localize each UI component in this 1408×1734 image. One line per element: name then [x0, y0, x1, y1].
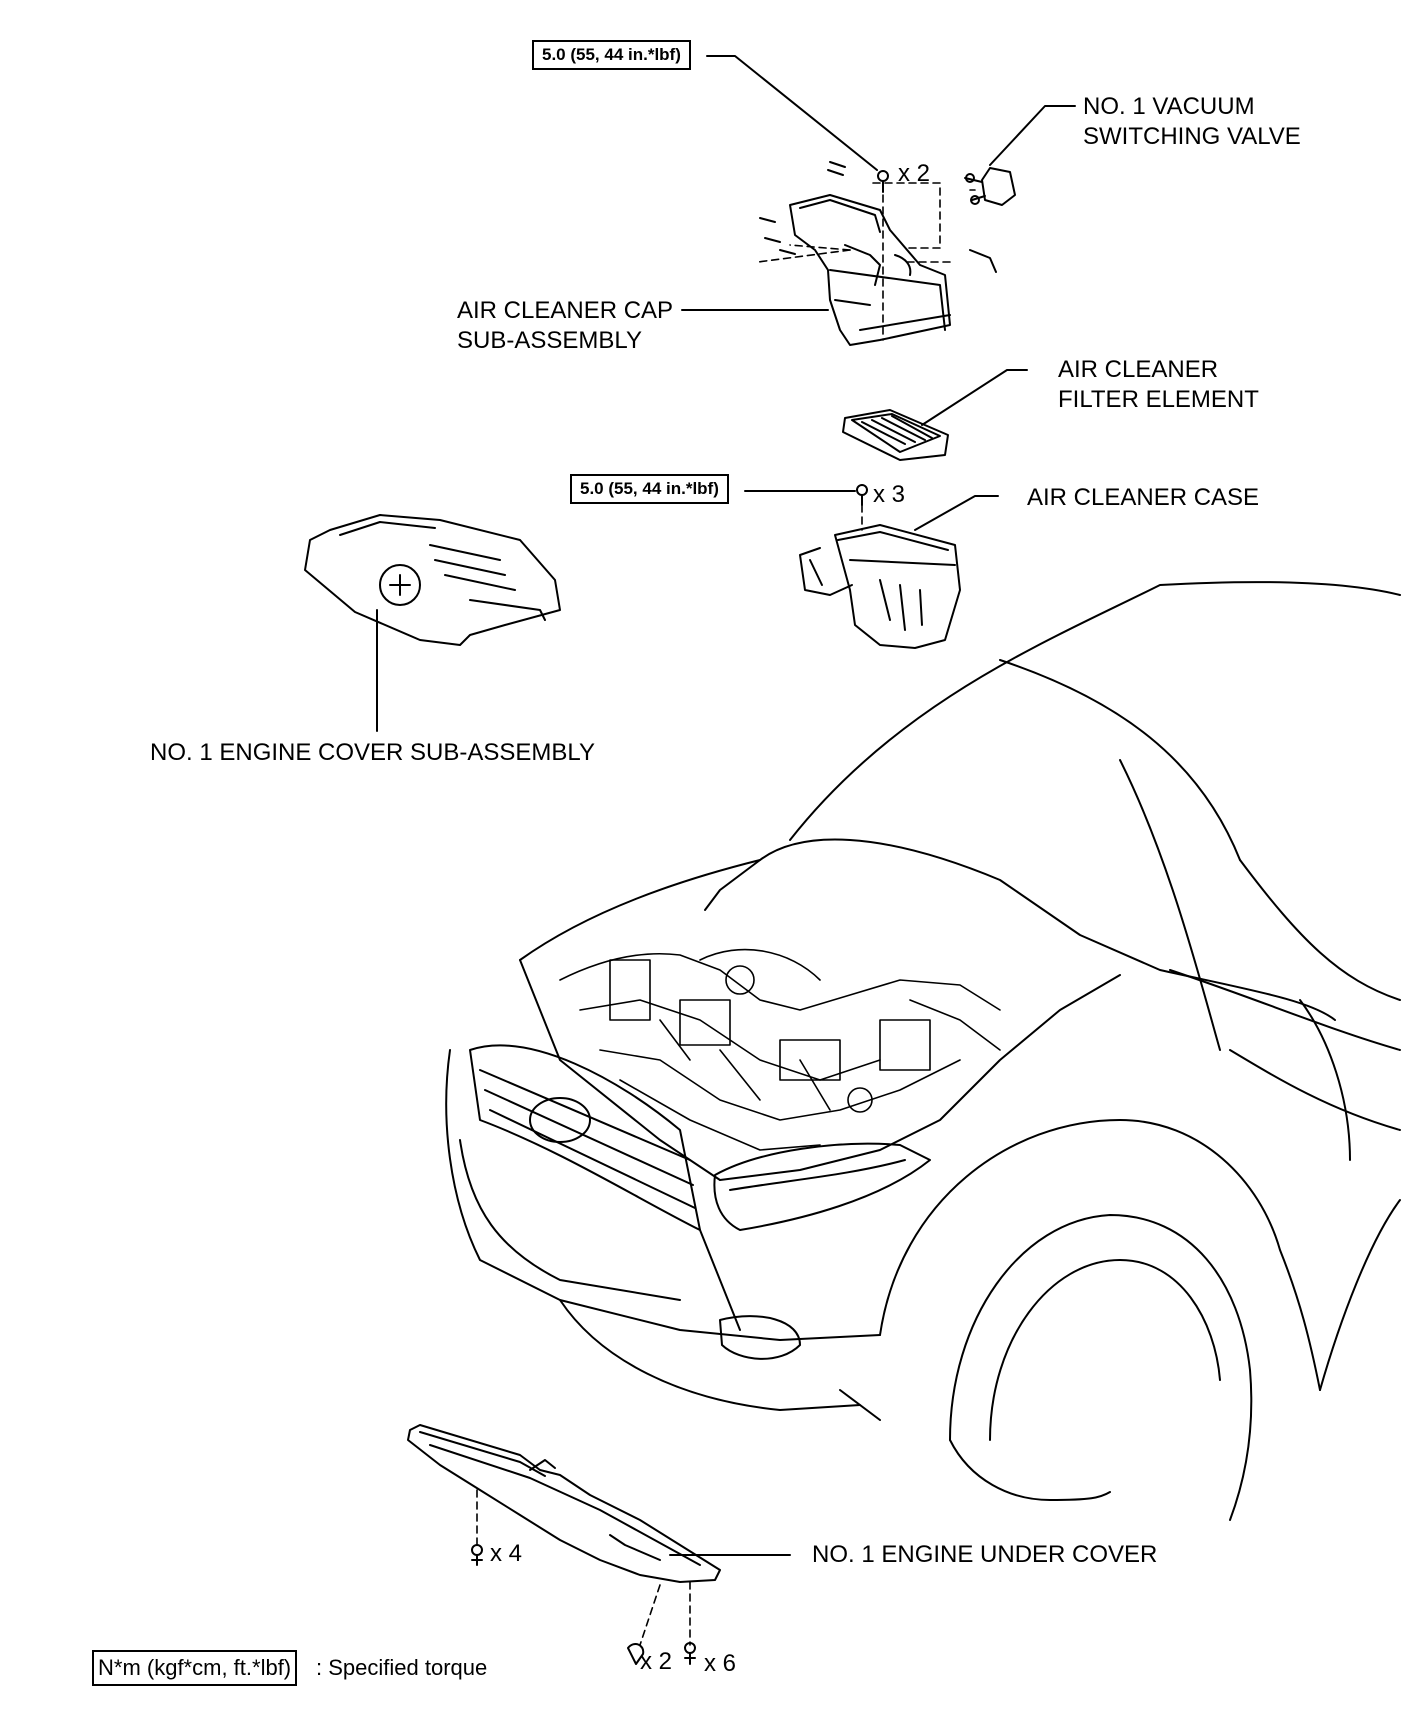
label-vsv-line2: SWITCHING VALVE: [1083, 123, 1301, 150]
label-engine-under-cover: NO. 1 ENGINE UNDER COVER: [812, 1541, 1158, 1568]
label-vsv: NO. 1 VACUUM SWITCHING VALVE: [1083, 92, 1301, 152]
qty-under-bolts-right: x 6: [704, 1650, 737, 1677]
qty-cap-bolts: x 2: [898, 160, 931, 187]
label-filter-line2: FILTER ELEMENT: [1058, 386, 1259, 413]
label-vsv-line1: NO. 1 VACUUM: [1083, 93, 1255, 120]
label-air-cleaner-case: AIR CLEANER CASE: [1027, 484, 1260, 511]
legend-torque-unit: N*m (kgf*cm, ft.*lbf): [92, 1650, 298, 1686]
cap-bolt: [827, 161, 889, 193]
legend-description: : Specified torque: [316, 1655, 488, 1680]
engine-cover: [304, 514, 561, 646]
case-bolt: [856, 484, 868, 506]
torque-spec-cap: 5.0 (55, 44 in.*lbf): [532, 40, 691, 70]
leader-lines: [376, 55, 1076, 1556]
label-filter-line1: AIR CLEANER: [1058, 356, 1219, 383]
vacuum-switching-valve: [964, 167, 1016, 206]
label-cap-line2: SUB-ASSEMBLY: [457, 327, 642, 354]
qty-case-bolts: x 3: [873, 481, 906, 508]
label-engine-cover: NO. 1 ENGINE COVER SUB-ASSEMBLY: [150, 739, 595, 766]
engine-under-cover: [407, 1424, 721, 1583]
under-cover-fasteners: [471, 1544, 696, 1665]
label-air-cleaner-cap: AIR CLEANER CAP SUB-ASSEMBLY: [457, 296, 673, 356]
qty-under-clips: x 2: [640, 1648, 673, 1675]
dashed-lines: [476, 182, 976, 1646]
label-filter-element: AIR CLEANER FILTER ELEMENT: [1058, 355, 1259, 415]
air-cleaner-cap: [759, 194, 997, 346]
label-cap-line1: AIR CLEANER CAP: [457, 297, 674, 324]
torque-spec-case: 5.0 (55, 44 in.*lbf): [570, 474, 729, 504]
qty-under-bolts-left: x 4: [490, 1540, 523, 1567]
air-cleaner-filter-element: [842, 409, 949, 461]
air-cleaner-case: [799, 524, 961, 649]
vehicle-front: [445, 581, 1401, 1521]
